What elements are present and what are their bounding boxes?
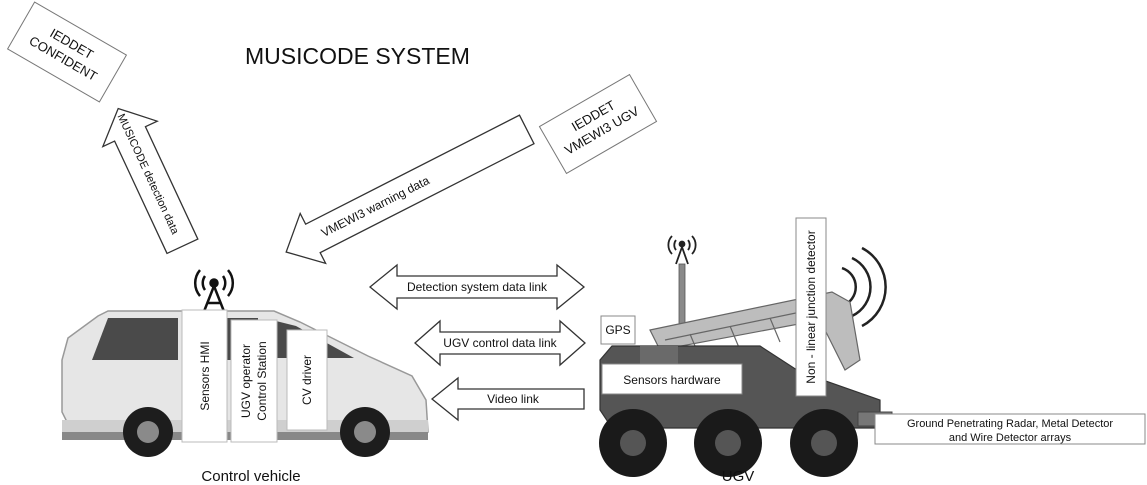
arrays-line-2: and Wire Detector arrays (949, 432, 1072, 444)
operator-station-line-1: UGV operator (239, 344, 253, 418)
video-link-label: Video link (487, 392, 540, 406)
vmewi3-warning-label: VMEWI3 warning data (319, 173, 432, 240)
arrays-line-1: Ground Penetrating Radar, Metal Detector (907, 418, 1113, 430)
ugv-caption: UGV (722, 468, 755, 485)
gps-box: GPS (600, 315, 636, 345)
nljd-box: Non - linear junction detector (795, 217, 827, 397)
detection-link-arrow: Detection system data link (368, 263, 586, 311)
diagram-title: MUSICODE SYSTEM (245, 43, 470, 69)
ugv-antenna-icon (667, 235, 697, 265)
musicode-detection-arrow: MUSICODE detection data (101, 107, 199, 255)
sensors-hardware-box: Sensors hardware (601, 363, 743, 395)
sensors-hardware-label: Sensors hardware (623, 373, 721, 387)
cv-driver-panel: CV driver (286, 329, 328, 431)
vmewi3-warning-arrow: VMEWI3 warning data (285, 114, 535, 265)
gps-label: GPS (605, 323, 630, 337)
ieddet-vmewi3-ugv-box: IEDDET VMEWI3 UGV (538, 73, 658, 175)
video-link-arrow: Video link (430, 376, 585, 422)
antenna-icon (193, 269, 235, 315)
control-vehicle-caption: Control vehicle (201, 468, 300, 485)
arrays-box: Ground Penetrating Radar, Metal Detector… (874, 413, 1146, 445)
ugv-control-link-arrow: UGV control data link (414, 319, 586, 367)
operator-station-panel: UGV operator Control Station (230, 319, 278, 443)
ieddet-confident-box: IEDDET CONFIDENT (6, 1, 128, 103)
ugv-control-link-label: UGV control data link (443, 336, 557, 350)
operator-station-line-2: Control Station (255, 341, 269, 420)
nljd-label: Non - linear junction detector (804, 230, 818, 383)
cv-driver-label: CV driver (300, 355, 314, 405)
sensors-hmi-label: Sensors HMI (198, 341, 212, 410)
detection-link-label: Detection system data link (407, 280, 548, 294)
sensors-hmi-panel: Sensors HMI (181, 309, 228, 443)
